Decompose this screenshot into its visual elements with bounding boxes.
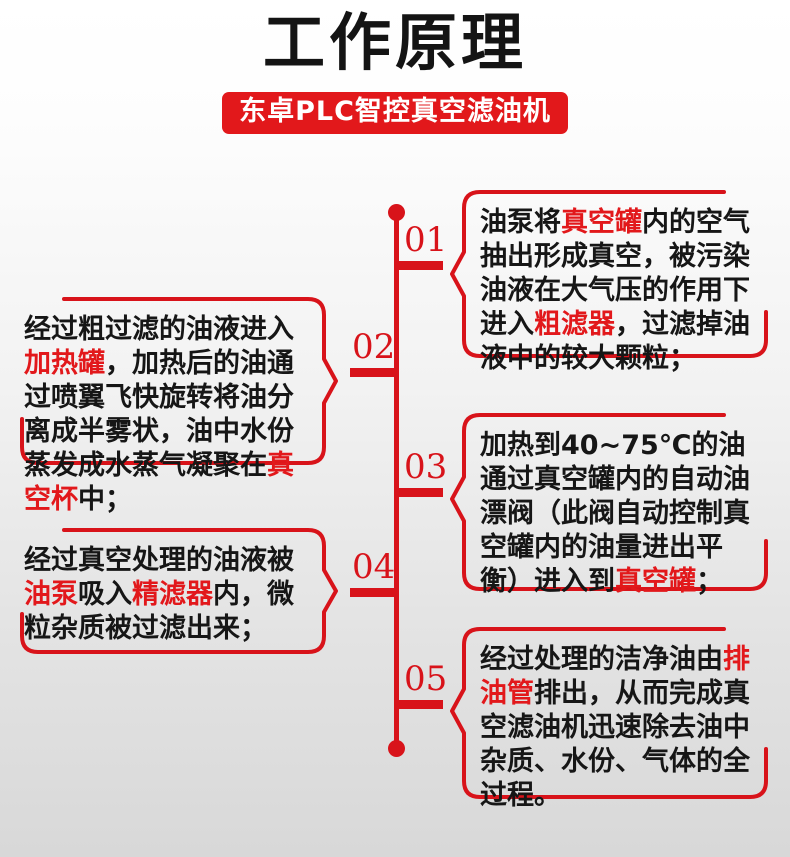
step-text-02: 经过粗过滤的油液进入加热罐，加热后的油通过喷翼飞快旋转将油分离成半雾状，油中水份…	[10, 297, 326, 517]
bracket-frame-right-icon	[450, 627, 768, 799]
step-number-04: 04	[352, 547, 396, 587]
spine-dot-bottom	[388, 740, 405, 757]
step-number-05: 05	[404, 659, 448, 699]
step-number-03: 03	[404, 447, 448, 487]
step-box-02: 经过粗过滤的油液进入加热罐，加热后的油通过喷翼飞快旋转将油分离成半雾状，油中水份…	[10, 297, 338, 515]
step-03-run-2: ；	[696, 566, 723, 598]
step-text-04: 经过真空处理的油液被油泵吸入精滤器内，微粒杂质被过滤出来；	[10, 528, 326, 646]
step-number-01: 01	[404, 220, 448, 260]
step-02-run-1: 加热罐	[24, 348, 105, 380]
step-text-01: 油泵将真空罐内的空气抽出形成真空，被污染油液在大气压的作用下进入粗滤器，过滤掉油…	[452, 190, 768, 376]
step-box-05: 经过处理的洁净油由排油管排出，从而完成真空滤油机迅速除去油中杂质、水份、气体的全…	[450, 627, 778, 811]
step-01-run-3: 粗滤器	[534, 309, 615, 341]
step-02-run-0: 经过粗过滤的油液进入	[24, 314, 294, 345]
step-02-run-4: 中；	[78, 484, 132, 516]
subtitle-badge: 东卓PLC智控真空滤油机	[222, 92, 568, 135]
step-01-run-1: 真空罐	[561, 207, 642, 238]
step-03-run-1: 真空罐	[615, 566, 696, 598]
step-02-run-2: ，加热后的油通过喷翼飞快旋转将油分离成半雾状，油中水份蒸发成水蒸气凝聚在	[24, 348, 294, 482]
step-number-02: 02	[352, 327, 396, 367]
step-05-run-2: 排出，从而完成真空滤油机迅速除去油中杂质、水份、气体的全过程。	[480, 678, 750, 812]
step-01-run-4: ，过滤掉油液中的较大颗粒；	[480, 309, 750, 375]
bracket-frame-right-icon	[450, 190, 768, 358]
step-04-run-4: 内，微粒杂质被过滤出来；	[24, 579, 294, 645]
step-01-run-0: 油泵将	[480, 207, 561, 238]
tick-05	[397, 700, 443, 709]
bracket-frame-right-icon	[450, 413, 768, 591]
step-02-run-3: 真空杯	[24, 450, 294, 516]
header: 工作原理 东卓PLC智控真空滤油机	[0, 0, 790, 135]
step-box-04: 经过真空处理的油液被油泵吸入精滤器内，微粒杂质被过滤出来；	[10, 528, 338, 654]
step-text-03: 加热到40~75℃的油通过真空罐内的自动油漂阀（此阀自动控制真空罐内的油量进出平…	[452, 413, 768, 599]
step-04-run-2: 吸入	[78, 579, 132, 611]
tick-03	[397, 488, 443, 497]
spine-dot-top	[388, 204, 405, 221]
step-05-run-0: 经过处理的洁净油由	[480, 644, 723, 675]
tick-02	[350, 368, 396, 377]
tick-01	[397, 261, 443, 270]
bracket-frame-left-icon	[20, 528, 338, 654]
step-04-run-1: 油泵	[24, 579, 78, 611]
step-01-run-2: 内的空气抽出形成真空，被污染油液在大气压的作用下进入	[480, 207, 750, 341]
tick-04	[350, 588, 396, 597]
spine-line	[394, 214, 399, 747]
step-03-run-0: 加热到40~75℃的油通过真空罐内的自动油漂阀（此阀自动控制真空罐内的油量进出平…	[480, 430, 750, 598]
step-box-01: 油泵将真空罐内的空气抽出形成真空，被污染油液在大气压的作用下进入粗滤器，过滤掉油…	[450, 190, 778, 374]
step-04-run-3: 精滤器	[132, 579, 213, 611]
subtitle-container: 东卓PLC智控真空滤油机	[0, 92, 790, 135]
page-title: 工作原理	[262, 6, 527, 79]
step-04-run-0: 经过真空处理的油液被	[24, 545, 294, 576]
step-05-run-1: 排油管	[480, 644, 750, 710]
bracket-frame-left-icon	[20, 297, 338, 465]
step-text-05: 经过处理的洁净油由排油管排出，从而完成真空滤油机迅速除去油中杂质、水份、气体的全…	[452, 627, 768, 813]
step-box-03: 加热到40~75℃的油通过真空罐内的自动油漂阀（此阀自动控制真空罐内的油量进出平…	[450, 413, 778, 597]
